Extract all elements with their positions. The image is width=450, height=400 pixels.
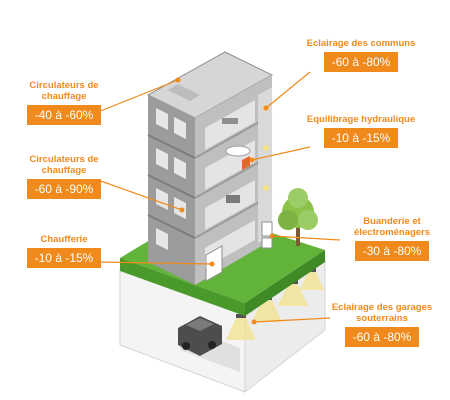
callout-hydraulic-balancing: Equilibrage hydraulique -10 à -15% xyxy=(306,114,416,148)
bathtub-shape xyxy=(225,145,251,157)
savings-badge: -10 à -15% xyxy=(26,248,102,268)
callout-laundry-appliances: Buanderie et électroménagers -30 à -80% xyxy=(338,216,446,261)
callout-title: Eclairage des communs xyxy=(306,38,416,49)
callout-title: Equilibrage hydraulique xyxy=(306,114,416,125)
tree xyxy=(278,188,318,246)
callout-heating-circulators-2: Circulateurs de chauffage -60 à -90% xyxy=(8,154,120,199)
dryer xyxy=(261,237,273,249)
callout-title: Chaufferie xyxy=(40,234,88,245)
savings-badge: -40 à -60% xyxy=(26,105,102,125)
apartment-building xyxy=(146,51,274,285)
callout-title: Circulateurs de chauffage xyxy=(29,154,99,176)
callout-title: Buanderie et électroménagers xyxy=(353,216,431,238)
leader-lines xyxy=(97,71,341,323)
callout-title: Circulateurs de chauffage xyxy=(29,80,99,102)
callout-heating-circulators-1: Circulateurs de chauffage -40 à -60% xyxy=(8,80,120,125)
savings-badge: -30 à -80% xyxy=(354,241,430,261)
callout-boiler-room: Chaufferie -10 à -15% xyxy=(8,234,120,268)
savings-badge: -10 à -15% xyxy=(323,128,399,148)
garage-car xyxy=(178,316,222,356)
washing-machine xyxy=(261,221,273,237)
savings-badge: -60 à -90% xyxy=(26,179,102,199)
table-shape xyxy=(226,195,240,203)
savings-badge: -60 à -80% xyxy=(323,52,399,72)
leader-dots xyxy=(175,77,275,325)
sofa-shape xyxy=(222,118,238,124)
callout-title: Eclairage des garages souterrains xyxy=(331,302,433,324)
savings-badge: -60 à -80% xyxy=(344,327,420,347)
callout-underground-garage-lighting: Eclairage des garages souterrains -60 à … xyxy=(322,302,442,347)
heater-shape xyxy=(242,156,250,170)
underground-garage xyxy=(119,259,326,394)
callout-common-area-lighting: Eclairage des communs -60 à -80% xyxy=(306,38,416,72)
